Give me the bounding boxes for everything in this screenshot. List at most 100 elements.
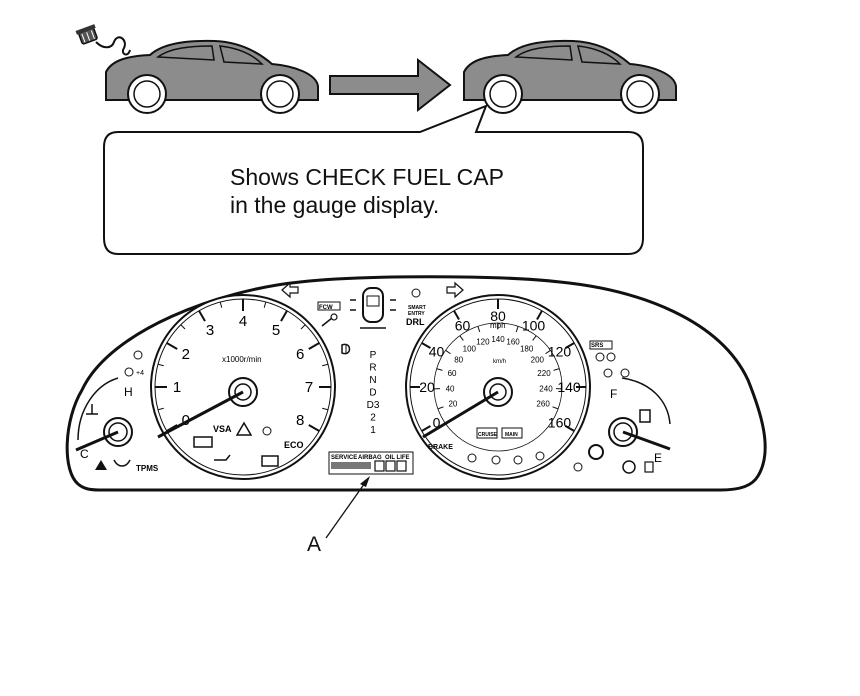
fog-light-icon <box>341 343 351 355</box>
kmh-tick-label: 120 <box>476 337 490 346</box>
fuel-cap-warning-icon <box>644 461 654 473</box>
tach-major-tick <box>308 342 320 350</box>
fuel-gauge <box>573 377 671 474</box>
speed-major-tick <box>565 342 575 349</box>
left-turn-signal-icon <box>281 281 299 299</box>
kmh-tick-label: 80 <box>454 355 463 364</box>
speed-major-tick <box>421 425 431 432</box>
fuel-empty-label: E <box>654 451 662 465</box>
main-label: MAIN <box>505 432 518 438</box>
eco-indicator: ECO <box>284 440 304 450</box>
gear-position-label: D3 <box>367 400 380 411</box>
seatbelt-indicator-icon <box>588 444 604 460</box>
speed-major-tick <box>453 310 460 320</box>
gear-position-label: N <box>369 375 376 386</box>
kmh-tick <box>459 335 464 341</box>
speedometer-bottom-icons <box>467 451 545 465</box>
kmh-tick-label: 220 <box>537 369 551 378</box>
kmh-tick-label: 40 <box>446 384 455 393</box>
temp-gauge <box>75 377 133 452</box>
kmh-tick-label: 260 <box>536 399 550 408</box>
gear-position-label: D <box>369 388 376 399</box>
tach-tick-label: 5 <box>272 322 280 339</box>
srs-label: SRS <box>591 343 603 349</box>
odometer-segments <box>331 462 371 469</box>
tach-tick-label: 2 <box>182 346 190 363</box>
tach-tick-label: 6 <box>296 346 304 363</box>
key-indicator-icon <box>573 462 583 472</box>
tach-minor-tick <box>157 363 164 367</box>
fuel-cap-icon <box>75 24 131 56</box>
tach-tick-label: 3 <box>206 322 214 339</box>
cruise-label: CRUISE <box>478 432 498 438</box>
multi-info-display: SERVICE AIRBAG OIL LIFE <box>328 451 414 475</box>
speed-major-tick <box>536 310 543 320</box>
temp-low-label: C <box>80 447 89 461</box>
mph-unit-label: mph <box>490 321 506 330</box>
tach-tick-label: 1 <box>173 379 181 396</box>
cruise-main-indicator-icon <box>501 427 523 439</box>
kmh-tick-label: 60 <box>448 369 457 378</box>
kmh-unit-label: km/h <box>493 359 506 365</box>
callout-line-1: Shows CHECK FUEL CAP <box>230 164 504 190</box>
tach-tick-label: 4 <box>239 313 247 330</box>
kmh-tick <box>477 326 481 333</box>
abs-indicator-icon <box>622 460 636 474</box>
mph-tick-label: 120 <box>548 344 572 360</box>
car-before-icon <box>105 39 319 114</box>
kmh-tick <box>532 335 537 341</box>
gear-position-label: R <box>369 363 376 374</box>
smart-entry-label-2: ENTRY <box>408 311 425 317</box>
mph-tick-label: 40 <box>429 344 445 360</box>
tach-minor-tick <box>322 363 329 367</box>
mph-tick-label: 20 <box>419 379 435 395</box>
kmh-tick <box>445 349 451 355</box>
fuel-pump-icon <box>639 409 651 423</box>
gear-position-label: 2 <box>370 413 376 424</box>
tach-minor-tick <box>219 301 223 308</box>
tpms-warning-icon <box>95 459 131 470</box>
tpms-label: TPMS <box>136 464 159 473</box>
brake-label: BRAKE <box>428 444 453 451</box>
kmh-tick-label: 160 <box>506 337 520 346</box>
kmh-tick-label: 200 <box>531 355 545 364</box>
display-label-service: SERVICE <box>331 455 357 461</box>
car-after-icon <box>463 39 677 114</box>
tach-tick-label: 8 <box>296 412 304 429</box>
warning-triangle-icon <box>235 421 253 436</box>
tach-tick-label: 7 <box>305 379 313 396</box>
fuel-full-label: F <box>610 387 617 401</box>
vsa-indicator: VSA <box>213 424 232 434</box>
mph-tick-label: 100 <box>522 318 546 334</box>
callout-box <box>103 104 644 255</box>
kmh-tick-label: 240 <box>539 384 553 393</box>
kmh-tick-label: 140 <box>491 335 505 344</box>
vehicle-status-icon <box>350 287 396 329</box>
svg-text:+4: +4 <box>136 370 144 377</box>
callout-line-2: in the gauge display. <box>230 192 440 218</box>
right-side-indicators <box>589 340 630 378</box>
cruise-indicator-icon <box>476 427 498 439</box>
callout-a-leader <box>325 479 368 539</box>
tach-tick-label: 0 <box>182 412 190 429</box>
tach-minor-tick <box>263 301 267 308</box>
tach-major-tick <box>308 424 320 432</box>
coolant-temp-icon <box>86 404 98 415</box>
oil-life-digit <box>396 460 407 472</box>
speed-major-tick <box>421 342 431 349</box>
tach-minor-tick <box>322 407 329 411</box>
tach-major-tick <box>166 342 178 350</box>
gear-position-label: P <box>370 350 377 361</box>
tach-minor-tick <box>157 407 164 411</box>
right-turn-signal-icon <box>446 281 464 299</box>
tach-minor-tick <box>300 324 306 330</box>
tach-major-tick <box>198 310 206 322</box>
mph-tick-label: 80 <box>490 308 506 324</box>
left-side-indicators: +4 <box>124 350 144 377</box>
wrench-icon <box>321 313 338 327</box>
speed-major-tick <box>565 425 575 432</box>
kmh-tick-label: 180 <box>520 344 534 353</box>
indicator-cluster-right-center <box>411 288 421 298</box>
